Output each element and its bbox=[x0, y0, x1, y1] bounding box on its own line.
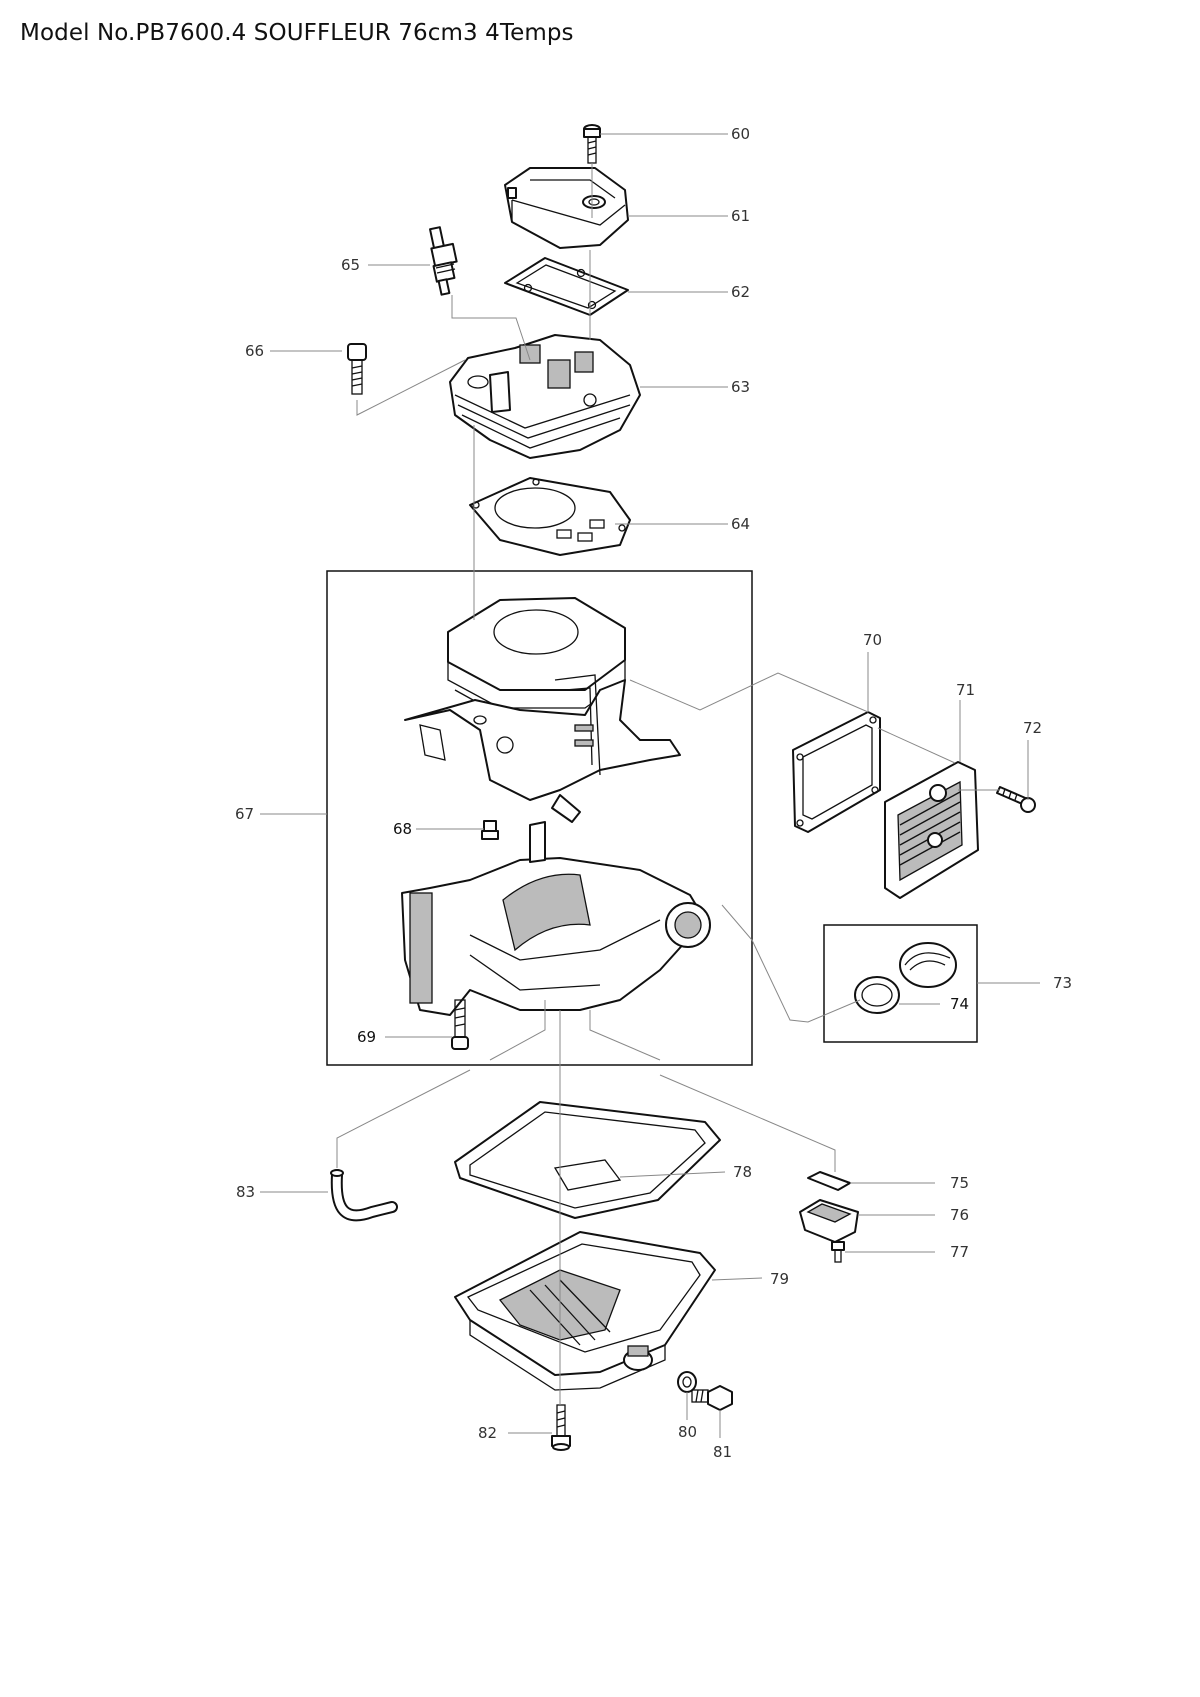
callout-60: 60 bbox=[731, 125, 750, 143]
part-65-spark-plug[interactable] bbox=[429, 226, 458, 296]
callout-65: 65 bbox=[341, 256, 360, 274]
callout-68: 68 bbox=[393, 820, 412, 838]
part-71-side-cover[interactable] bbox=[884, 761, 979, 899]
callout-75: 75 bbox=[950, 1174, 969, 1192]
callout-83: 83 bbox=[236, 1183, 255, 1201]
part-76-cover-cap[interactable] bbox=[799, 1199, 859, 1243]
callout-62: 62 bbox=[731, 283, 750, 301]
part-82-pan-bolt[interactable] bbox=[551, 1404, 571, 1451]
callout-67: 67 bbox=[235, 805, 254, 823]
part-64-head-gasket[interactable] bbox=[469, 477, 631, 556]
callout-82: 82 bbox=[478, 1424, 497, 1442]
callout-69: 69 bbox=[357, 1028, 376, 1046]
part-80-washer[interactable] bbox=[677, 1371, 697, 1393]
part-67-crankcase[interactable] bbox=[401, 821, 711, 1016]
callout-78: 78 bbox=[733, 1163, 752, 1181]
part-73-oil-cap[interactable] bbox=[899, 942, 957, 988]
part-78-oil-pan-gasket[interactable] bbox=[454, 1101, 721, 1219]
part-67-cylinder[interactable] bbox=[404, 597, 681, 823]
part-79-oil-pan[interactable] bbox=[454, 1231, 716, 1391]
part-81-drain-plug[interactable] bbox=[691, 1385, 733, 1411]
callout-77: 77 bbox=[950, 1243, 969, 1261]
callout-72: 72 bbox=[1023, 719, 1042, 737]
part-72-screw[interactable] bbox=[996, 786, 1036, 813]
cylinder-crankcase-group-frame bbox=[326, 570, 753, 1066]
part-60-bolt[interactable] bbox=[583, 124, 601, 164]
part-83-hose[interactable] bbox=[330, 1169, 398, 1222]
part-68-fitting[interactable] bbox=[481, 820, 499, 840]
callout-81: 81 bbox=[713, 1443, 732, 1461]
callout-79: 79 bbox=[770, 1270, 789, 1288]
callout-66: 66 bbox=[245, 342, 264, 360]
part-74-o-ring[interactable] bbox=[854, 976, 900, 1014]
callout-76: 76 bbox=[950, 1206, 969, 1224]
part-66-head-bolt[interactable] bbox=[347, 343, 367, 395]
part-75-clip[interactable] bbox=[807, 1171, 851, 1191]
callout-74: 74 bbox=[950, 995, 969, 1013]
part-61-valve-cover[interactable] bbox=[504, 167, 629, 249]
leader-lines bbox=[260, 133, 1040, 1438]
part-77-screw[interactable] bbox=[831, 1241, 845, 1263]
part-70-side-gasket[interactable] bbox=[792, 711, 881, 833]
callout-64: 64 bbox=[731, 515, 750, 533]
oil-cap-group-frame bbox=[823, 924, 978, 1043]
callout-63: 63 bbox=[731, 378, 750, 396]
page-title: Model No.PB7600.4 SOUFFLEUR 76cm3 4Temps bbox=[20, 20, 574, 46]
callout-71: 71 bbox=[956, 681, 975, 699]
part-69-bolt[interactable] bbox=[451, 999, 469, 1050]
part-62-cover-gasket[interactable] bbox=[504, 257, 629, 316]
part-63-cylinder-head[interactable] bbox=[449, 334, 641, 459]
callout-80: 80 bbox=[678, 1423, 697, 1441]
callout-61: 61 bbox=[731, 207, 750, 225]
callout-70: 70 bbox=[863, 631, 882, 649]
callout-labels: 60 61 62 63 64 65 66 67 68 69 70 71 72 7… bbox=[235, 125, 1072, 1461]
callout-73: 73 bbox=[1053, 974, 1072, 992]
